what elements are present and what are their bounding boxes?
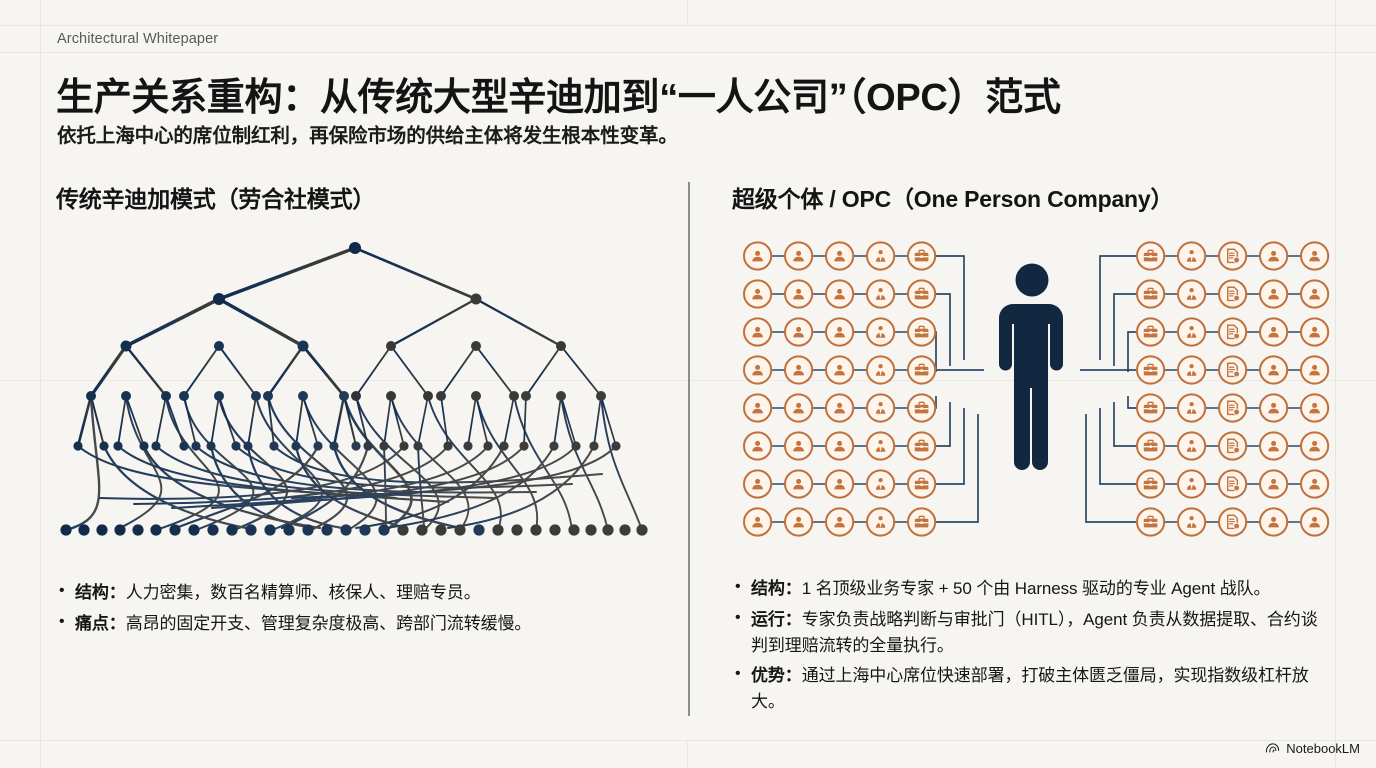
bullet-text: 高昂的固定开支、管理复杂度极高、跨部门流转缓慢。 xyxy=(125,613,532,633)
agent-node xyxy=(784,507,814,537)
agent-node xyxy=(1259,393,1289,423)
right-panel-heading: 超级个体 / OPC（One Person Company） xyxy=(732,186,1174,212)
agent-node xyxy=(1259,241,1289,271)
agent-node xyxy=(1300,431,1330,461)
page-title: 生产关系重构：从传统大型辛迪加到“一人公司”（OPC）范式 xyxy=(56,77,1061,119)
bullet-text: 通过上海中心席位快速部署，打破主体匮乏僵局，实现指数级杠杆放大。 xyxy=(751,666,1309,712)
agent-node xyxy=(1259,469,1289,499)
agent-node xyxy=(1259,431,1289,461)
list-item: 结构：人力密集，数百名精算师、核保人、理赔专员。 xyxy=(56,579,676,606)
list-item: 运行：专家负责战略判断与审批门（HITL），Agent 负责从数据提取、合约谈判… xyxy=(732,606,1332,659)
agent-node xyxy=(825,507,855,537)
agent-node xyxy=(1300,393,1330,423)
opc-swarm-svg xyxy=(743,241,1330,537)
agent-node xyxy=(825,355,855,385)
bullet-label: 结构： xyxy=(751,579,802,598)
syndicate-network-svg xyxy=(60,242,648,536)
list-item: 优势：通过上海中心席位快速部署，打破主体匮乏僵局，实现指数级杠杆放大。 xyxy=(732,662,1332,715)
agent-node xyxy=(1300,279,1330,309)
agent-node xyxy=(743,279,773,309)
agent-node xyxy=(1259,507,1289,537)
opc-agent-swarm-figure xyxy=(732,236,1332,546)
grid-line-vertical-center-bottom xyxy=(687,740,688,768)
agent-node xyxy=(784,469,814,499)
agent-node xyxy=(1300,507,1330,537)
bullet-text: 1 名顶级业务专家 + 50 个由 Harness 驱动的专业 Agent 战队… xyxy=(801,579,1271,598)
agent-node xyxy=(1300,317,1330,347)
grid-line-vertical-center-top xyxy=(687,0,688,26)
agent-node xyxy=(743,241,773,271)
list-item: 痛点：高昂的固定开支、管理复杂度极高、跨部门流转缓慢。 xyxy=(56,610,676,637)
agent-node xyxy=(1300,469,1330,499)
central-human-figure xyxy=(999,263,1063,470)
panel-divider xyxy=(688,182,690,716)
page-subtitle: 依托上海中心的席位制红利，再保险市场的供给主体将发生根本性变革。 xyxy=(57,125,678,147)
network-nodes xyxy=(60,242,648,536)
grid-line-vertical-left xyxy=(40,0,41,768)
hierarchical-syndicate-network-figure xyxy=(56,236,656,556)
bullet-label: 优势： xyxy=(751,666,802,686)
left-panel-bullets: 结构：人力密集，数百名精算师、核保人、理赔专员。 痛点：高昂的固定开支、管理复杂… xyxy=(56,579,676,642)
agent-grid-right xyxy=(1136,241,1330,537)
agent-node xyxy=(1259,317,1289,347)
agent-node xyxy=(1300,241,1330,271)
agent-node xyxy=(825,469,855,499)
agent-node xyxy=(784,317,814,347)
panel-opc: 超级个体 / OPC（One Person Company） xyxy=(732,180,1332,711)
agent-node xyxy=(784,355,814,385)
agent-node xyxy=(1300,355,1330,385)
bullet-label: 痛点： xyxy=(75,613,126,633)
agent-node xyxy=(825,317,855,347)
bullet-text: 人力密集，数百名精算师、核保人、理赔专员。 xyxy=(125,583,481,602)
agent-node xyxy=(825,241,855,271)
agent-node xyxy=(743,469,773,499)
document-kicker: Architectural Whitepaper xyxy=(57,31,219,47)
agent-node xyxy=(825,279,855,309)
bullet-text: 专家负责战略判断与审批门（HITL），Agent 负责从数据提取、合约谈判到理赔… xyxy=(751,609,1318,655)
agent-node xyxy=(784,393,814,423)
agent-node xyxy=(825,393,855,423)
grid-line-horizontal-eyebrow xyxy=(0,52,1376,53)
agent-node xyxy=(1259,279,1289,309)
notebooklm-brand: NotebookLM xyxy=(1265,741,1360,756)
grid-line-vertical-right xyxy=(1335,0,1336,768)
agent-node xyxy=(743,317,773,347)
agent-node xyxy=(784,279,814,309)
header: Architectural Whitepaper 生产关系重构：从传统大型辛迪加… xyxy=(0,0,1376,160)
agent-node xyxy=(784,241,814,271)
right-panel-bullets: 结构：1 名顶级业务专家 + 50 个由 Harness 驱动的专业 Agent… xyxy=(732,575,1332,720)
left-panel-heading: 传统辛迪加模式（劳合社模式） xyxy=(56,186,376,212)
agent-node xyxy=(743,355,773,385)
agent-node xyxy=(743,507,773,537)
agent-node xyxy=(743,393,773,423)
agent-node xyxy=(743,431,773,461)
grid-line-horizontal-top xyxy=(0,25,1376,26)
agent-grid-left xyxy=(743,241,937,537)
panel-traditional-syndicate: 传统辛迪加模式（劳合社模式） xyxy=(56,180,656,634)
notebooklm-icon xyxy=(1265,741,1280,756)
bullet-label: 结构： xyxy=(75,583,126,602)
list-item: 结构：1 名顶级业务专家 + 50 个由 Harness 驱动的专业 Agent… xyxy=(732,575,1332,602)
agent-node xyxy=(825,431,855,461)
grid-line-horizontal-bottom xyxy=(0,740,1376,741)
notebooklm-label: NotebookLM xyxy=(1286,741,1360,756)
agent-node xyxy=(1259,355,1289,385)
agent-node xyxy=(784,431,814,461)
bullet-label: 运行： xyxy=(751,609,802,629)
